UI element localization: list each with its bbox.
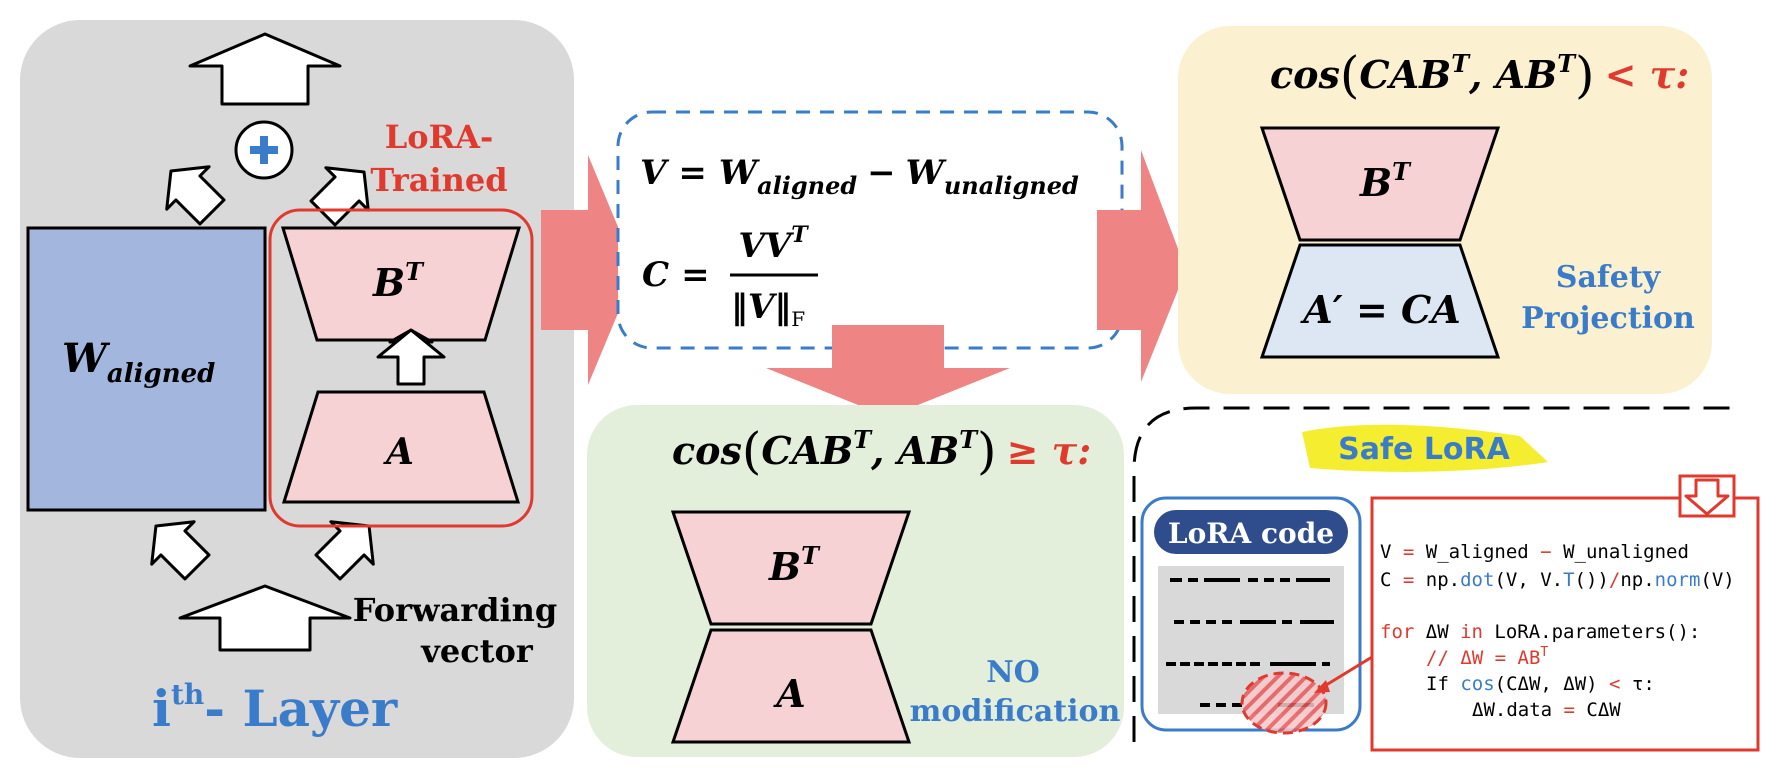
layer-label: i (152, 679, 171, 738)
safe-lora-code: V = W_aligned − W_unaligned C = np.dot(V… (1380, 541, 1735, 721)
a-block (281, 390, 521, 504)
code-line-1: V (1380, 541, 1403, 563)
b-transpose-block (280, 226, 522, 342)
forwarding-label-1: Forwarding (353, 591, 557, 629)
safety-projection-label-1: Safety (1556, 260, 1662, 295)
no-modification-label-2: modification (910, 694, 1121, 729)
arrow-into-lora (314, 520, 375, 581)
safe-lora-code-panel (1370, 496, 1760, 752)
arrow-formula-to-projection (1097, 150, 1186, 382)
code-line-3: for (1380, 621, 1414, 643)
safety-projection-label-2: Projection (1521, 301, 1695, 336)
layer-panel (20, 20, 574, 758)
svg-text:BT: BT (372, 257, 425, 305)
no-modification-label-1: NO (986, 655, 1040, 690)
no-mod-condition: cos (672, 428, 742, 473)
lora-code-badge-label: LoRA code (1168, 517, 1334, 550)
lora-trained-label-1: LoRA- (385, 118, 494, 156)
formula-numerator: VV (738, 226, 794, 266)
code-line-2: C (1380, 569, 1403, 591)
projection-condition: cos (1270, 52, 1340, 97)
svg-text:ith- Layer: ith- Layer (152, 678, 398, 738)
arrow-formula-to-nomod (766, 325, 1010, 417)
highlighted-code-region (1240, 671, 1328, 735)
code-line-4: // ΔW = AB (1426, 647, 1540, 669)
forwarding-arrow (178, 584, 352, 652)
lora-code-badge (1154, 510, 1348, 554)
projection-a-block (1259, 243, 1501, 359)
code-lines (1166, 578, 1334, 707)
formula-v: V (640, 153, 670, 193)
safe-lora-dashed-border (1132, 406, 1732, 742)
svg-text:C=: C= (642, 255, 710, 295)
no-mod-b-block (670, 510, 912, 626)
svg-text:cos(CABT, ABT)≥ τ:: cos(CABT, ABT)≥ τ: (672, 422, 1091, 480)
svg-text:// ΔW = ABT: // ΔW = ABT (1426, 645, 1548, 669)
svg-text:C = np.dot(V, V.T())/np.norm(V: C = np.dot(V, V.T())/np.norm(V) (1380, 569, 1735, 591)
a-label: A (383, 431, 414, 473)
svg-text:V = W_aligned − W_unaligned: V = W_aligned − W_unaligned (1380, 541, 1689, 563)
safe-lora-title: Safe LoRA (1338, 432, 1511, 467)
formula-denominator: ‖V‖ (731, 287, 791, 327)
no-mod-b-label: B (768, 544, 801, 589)
projection-b-block (1259, 126, 1501, 242)
svg-text:BT: BT (768, 541, 821, 589)
svg-text:cos(CABT, ABT)< τ:: cos(CABT, ABT)< τ: (1270, 46, 1689, 104)
svg-text:VVT: VVT (738, 222, 809, 266)
formula-box (616, 110, 1124, 350)
b-transpose-label: B (372, 260, 405, 305)
projection-b-label: B (1359, 160, 1392, 205)
code-line-6: ΔW.data (1472, 699, 1564, 721)
lora-trained-label-2: Trained (370, 161, 507, 199)
download-icon (1678, 474, 1736, 518)
lora-module-box (268, 208, 534, 528)
svg-text:for ΔW in LoRA.parameters():: for ΔW in LoRA.parameters(): (1380, 621, 1700, 643)
code-line-5: If (1426, 673, 1460, 695)
svg-text:ΔW.data = CΔW: ΔW.data = CΔW (1472, 699, 1621, 721)
svg-text:Waligned: Waligned (62, 335, 215, 389)
svg-text:‖V‖F: ‖V‖F (731, 287, 805, 331)
svg-text:V=Waligned−Wunaligned: V=Waligned−Wunaligned (640, 153, 1079, 200)
w-aligned-label: W (62, 335, 111, 382)
arrow-to-sum-left (165, 165, 226, 226)
safe-lora-highlight (1302, 424, 1548, 472)
w-aligned-block (26, 226, 267, 512)
arrow-into-w-aligned (150, 520, 211, 581)
projection-a-label: A′ = CA (1300, 287, 1461, 332)
svg-text:BT: BT (1359, 157, 1412, 205)
no-mod-a-label: A (773, 671, 805, 716)
formula-c: C (642, 255, 669, 295)
no-mod-a-block (670, 628, 912, 744)
forwarding-label-2: vector (420, 632, 534, 670)
output-arrow (188, 32, 342, 106)
svg-text:If cos(CΔW, ΔW) < τ:: If cos(CΔW, ΔW) < τ: (1426, 673, 1655, 695)
arrow-layer-to-formula (541, 155, 636, 385)
